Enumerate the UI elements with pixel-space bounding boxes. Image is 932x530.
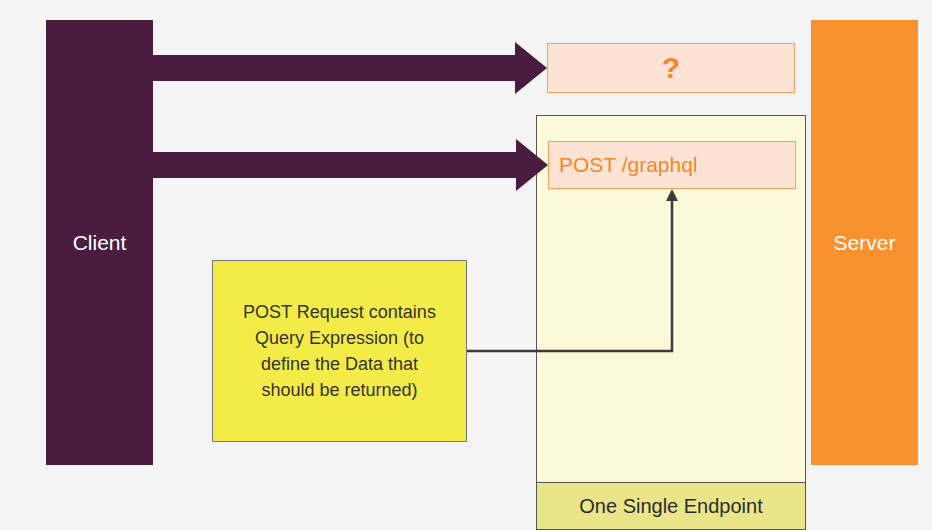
box-label: POST Request contains Query Expression (…	[235, 299, 444, 403]
request-arrow	[153, 55, 517, 81]
band-label: One Single Endpoint	[537, 482, 805, 529]
box-label: ?	[662, 51, 680, 85]
graphql-endpoint-box: POST /graphql	[548, 141, 796, 189]
endpoint-region: One Single Endpoint POST /graphql	[536, 115, 806, 530]
box-label: Client	[73, 231, 127, 255]
box-label: Server	[834, 231, 896, 255]
request-arrow	[153, 152, 518, 178]
box-label: POST /graphql	[559, 153, 698, 177]
callout-arrow	[467, 198, 672, 351]
callout-note: POST Request contains Query Expression (…	[212, 260, 467, 442]
unknown-endpoint-box: ?	[547, 43, 795, 93]
server-box: Server	[811, 20, 918, 465]
client-box: Client	[46, 20, 153, 465]
